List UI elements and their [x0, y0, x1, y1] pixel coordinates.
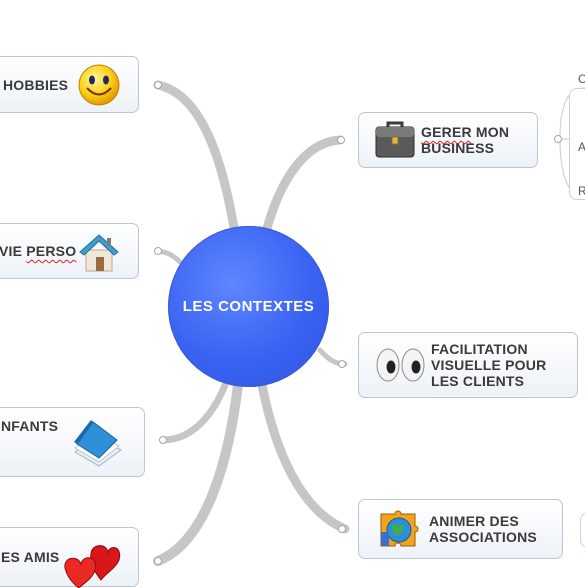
subtopic-r-label: R	[578, 184, 585, 198]
smiley-icon	[78, 64, 120, 106]
central-topic[interactable]: LES CONTEXTES	[168, 226, 329, 387]
hearts-icon	[64, 545, 121, 588]
connector-dot	[338, 360, 346, 368]
topic-business[interactable]: GERER MON BUSINESS	[358, 112, 538, 168]
connector-dot	[159, 436, 167, 444]
subtopic-a-label: A	[578, 140, 585, 154]
subtopic-stub[interactable]	[580, 512, 585, 548]
house-icon	[79, 234, 119, 272]
topic-vie-perso[interactable]: VIE PERSO	[0, 223, 139, 279]
book-icon	[74, 420, 122, 467]
topic-facilitation-label: FACILITATION VISUELLE POUR LES CLIENTS	[431, 341, 547, 389]
topic-enfants-label: NFANTS	[1, 418, 59, 434]
connector-dot	[337, 136, 345, 144]
topic-enfants[interactable]: NFANTS	[0, 407, 145, 477]
topic-hobbies[interactable]: HOBBIES	[0, 56, 139, 113]
subtopic-stub[interactable]	[569, 88, 585, 200]
link-business	[261, 135, 345, 237]
collapse-toggle[interactable]	[554, 135, 562, 143]
link-enfants	[159, 381, 229, 444]
subtopic-c-label: C	[578, 72, 585, 86]
central-topic-label: LES CONTEXTES	[182, 298, 315, 315]
topic-facilitation[interactable]: FACILITATION VISUELLE POUR LES CLIENTS	[358, 332, 578, 398]
connector-dot	[338, 525, 346, 533]
topic-vie-perso-label: VIE PERSO	[0, 243, 77, 259]
link-amis	[153, 380, 243, 566]
link-associations	[257, 380, 350, 534]
topic-associations[interactable]: ANIMER DES ASSOCIATIONS	[358, 499, 563, 559]
connector-dot	[154, 557, 162, 565]
topic-associations-label: ANIMER DES ASSOCIATIONS	[429, 513, 537, 545]
topic-business-label: GERER MON BUSINESS	[421, 124, 510, 156]
connector-dot	[154, 247, 162, 255]
globe-puzzle-icon	[380, 510, 419, 547]
topic-amis-label: ES AMIS	[1, 549, 60, 565]
eyes-icon	[376, 348, 425, 382]
topic-amis[interactable]: ES AMIS	[0, 527, 139, 588]
topic-hobbies-label: HOBBIES	[3, 76, 69, 93]
link-hobbies	[153, 80, 241, 245]
connector-dot	[154, 81, 162, 89]
briefcase-icon	[375, 121, 415, 158]
